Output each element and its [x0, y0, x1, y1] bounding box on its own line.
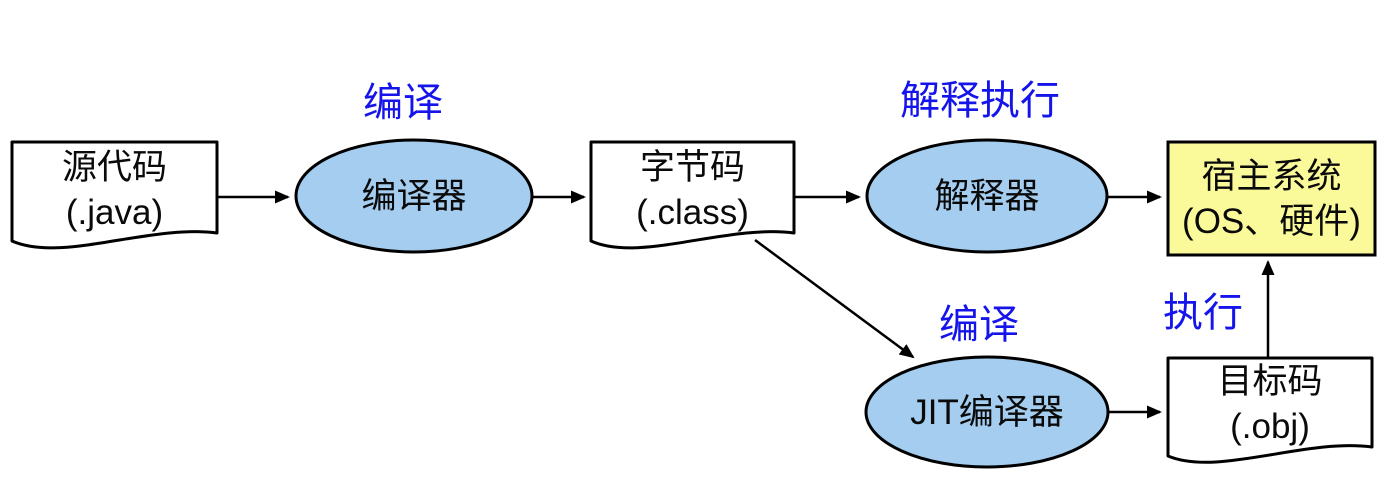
compiler-ellipse [294, 138, 534, 254]
jit-compiler-ellipse [864, 355, 1110, 469]
object-code-doc-shape [1166, 356, 1374, 464]
bytecode-doc-shape [589, 140, 796, 250]
arrow-bytecode-to-jit [754, 238, 915, 359]
source-code-doc-shape [10, 140, 219, 250]
interpreter-ellipse [865, 138, 1109, 254]
host-system-rect [1166, 140, 1377, 257]
